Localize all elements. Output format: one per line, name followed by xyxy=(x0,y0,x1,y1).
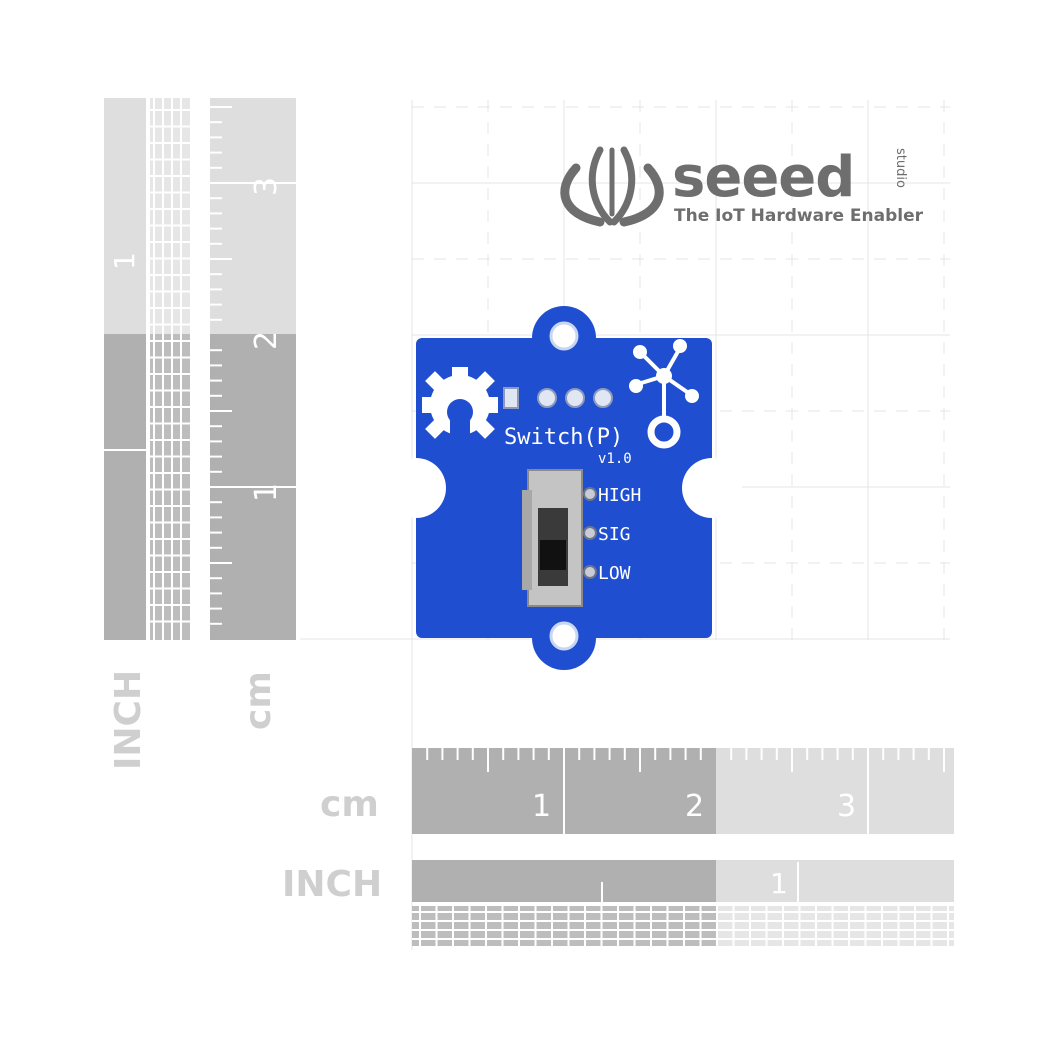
grove-connector-pads xyxy=(503,387,613,409)
right-notch xyxy=(682,458,742,518)
switch-side-tab xyxy=(522,490,532,590)
logo-tagline: The IoT Hardware Enabler xyxy=(674,206,924,226)
left-notch xyxy=(386,458,446,518)
pin-label-sig: SIG xyxy=(598,524,631,545)
pin-solder-joints xyxy=(583,487,597,579)
pin-label-low: LOW xyxy=(598,563,631,584)
horizontal-cm-number-2: 2 xyxy=(685,789,704,824)
seeed-logo: seeed studio The IoT Hardware Enabler xyxy=(560,145,924,227)
horizontal-cm-ruler: 1 2 3 cm xyxy=(320,748,954,834)
vertical-cm-ruler: 3 2 1 cm xyxy=(210,98,296,730)
horizontal-cm-unit: cm xyxy=(320,784,379,825)
horizontal-inch-unit: INCH xyxy=(282,864,382,905)
pin-label-high: HIGH xyxy=(598,485,641,506)
vertical-inch-unit: INCH xyxy=(108,670,149,770)
vertical-inch-number: 1 xyxy=(108,252,141,270)
open-hardware-gear-icon xyxy=(422,367,498,444)
horizontal-inch-ruler: 1 INCH xyxy=(282,860,954,946)
bottom-mount-hole xyxy=(549,621,579,651)
horizontal-cm-number-1: 1 xyxy=(532,789,551,824)
slide-switch xyxy=(522,469,583,607)
logo-brand: seeed xyxy=(672,145,854,210)
vertical-cm-unit: cm xyxy=(238,671,279,730)
vertical-inch-ruler: 1 INCH xyxy=(104,98,190,770)
top-mount-hole xyxy=(549,321,579,351)
board-name: Switch(P) xyxy=(504,425,623,450)
horizontal-inch-number: 1 xyxy=(770,867,788,900)
vertical-cm-number-1: 1 xyxy=(249,483,284,502)
vertical-cm-number-2: 2 xyxy=(249,331,284,350)
switch-actuator xyxy=(540,540,566,570)
vertical-cm-number-3: 3 xyxy=(249,177,284,196)
horizontal-cm-number-3: 3 xyxy=(837,789,856,824)
grove-switch-board: Switch(P) v1.0 HIGH SIG LOW xyxy=(386,306,742,670)
grove-network-icon xyxy=(629,339,699,449)
board-version: v1.0 xyxy=(598,451,632,467)
seeed-emblem-icon xyxy=(560,146,664,227)
logo-sub: studio xyxy=(893,148,908,188)
